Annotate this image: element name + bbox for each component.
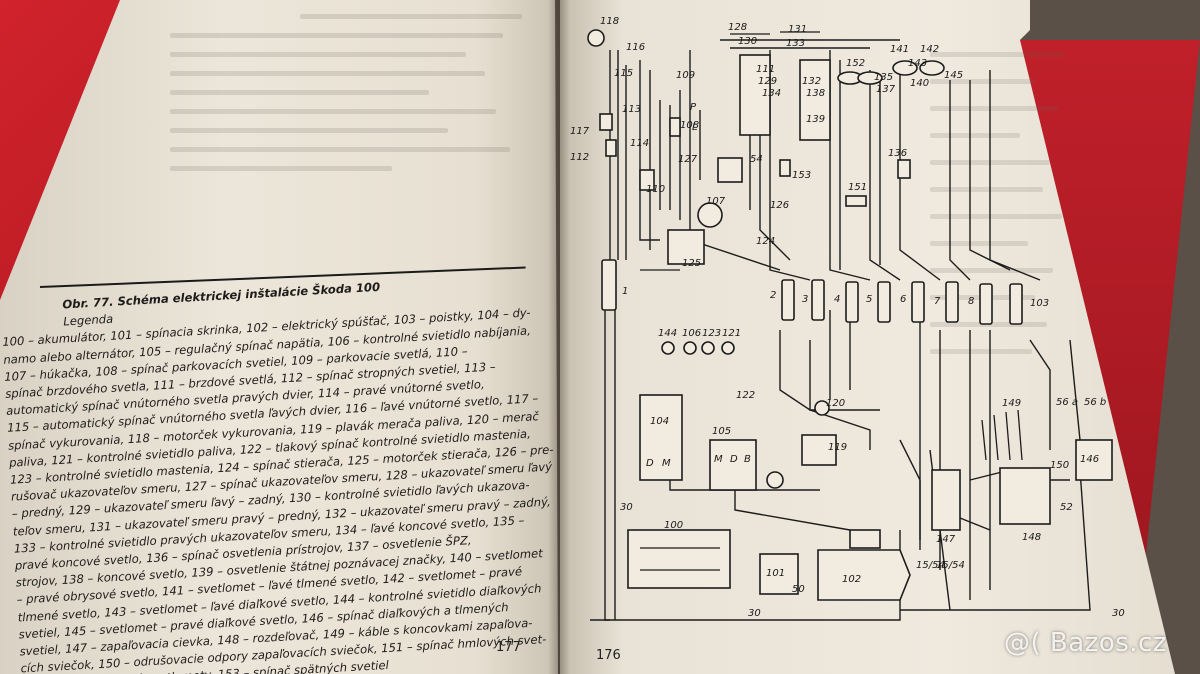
component-label: 147: [936, 534, 956, 545]
bazos-watermark: @( Bazos.cz: [1004, 628, 1167, 658]
diagram-label: 140: [910, 78, 929, 89]
show-through-text-left: [170, 0, 540, 270]
diagram-label: 126: [770, 200, 789, 211]
fuse-label: 2: [770, 290, 776, 301]
page-number-right: 176: [596, 648, 621, 663]
component-label: 121: [722, 328, 741, 339]
component-label: 146: [1080, 454, 1099, 465]
diagram-label: 152: [846, 58, 865, 69]
fuse-label: 4: [834, 294, 840, 305]
diagram-label: 133: [786, 38, 805, 49]
diagram-label: 114: [630, 138, 649, 149]
wire-code: 56 a: [1056, 397, 1078, 408]
component-label: 101: [766, 568, 785, 579]
component-label: 144: [658, 328, 677, 339]
diagram-label: 135: [874, 72, 893, 83]
diagram-label: 107: [706, 196, 726, 207]
diagram-label: 112: [570, 152, 589, 163]
wiring-diagram-svg: 118 116 115 113 114 117 112 109 108 127 …: [570, 16, 1125, 621]
component-label: 100: [664, 520, 683, 531]
wire-code: 50: [792, 584, 805, 595]
component-label: 123: [702, 328, 721, 339]
component-label: 150: [1050, 460, 1069, 471]
diagram-label: 116: [626, 42, 645, 53]
component-label: 120: [826, 398, 845, 409]
diagram-label: 143: [908, 58, 927, 69]
wire-code: D: [730, 454, 738, 465]
wire-code: M: [714, 454, 723, 465]
diagram-label: 118: [600, 16, 619, 27]
diagram-label: 108: [680, 120, 699, 131]
fuse-label: 5: [866, 294, 872, 305]
diagram-label: 153: [792, 170, 811, 181]
wire-code: 54: [750, 154, 763, 165]
page-number-left: 177: [496, 640, 521, 655]
diagram-label: 129: [758, 76, 777, 87]
wire-code: 52: [1060, 502, 1073, 513]
diagram-label: 111: [756, 64, 775, 75]
wire-code: D: [646, 458, 654, 469]
diagram-label: 115: [614, 68, 633, 79]
component-label: 148: [1022, 532, 1041, 543]
diagram-label: 132: [802, 76, 821, 87]
diagram-label: 109: [676, 70, 695, 81]
component-label: 119: [828, 442, 847, 453]
component-label: 105: [712, 426, 731, 437]
wire-code: P: [690, 102, 697, 113]
diagram-label: 127: [678, 154, 698, 165]
diagram-label: 117: [570, 126, 590, 137]
component-label: 106: [682, 328, 701, 339]
diagram-label: 130: [738, 36, 757, 47]
diagram-label: 128: [728, 22, 747, 33]
left-page: [0, 0, 558, 674]
diagram-label: 113: [622, 104, 641, 115]
fuse-label: 7: [934, 296, 941, 307]
book-gutter: [548, 0, 570, 674]
wire-code: B: [744, 454, 751, 465]
wire-code: M: [662, 458, 671, 469]
component-label: 122: [736, 390, 755, 401]
legend-lines: 100 – akumulátor, 101 – spínacia skrinka…: [2, 304, 561, 674]
fuse-label: 1: [622, 286, 628, 297]
wire-code: 30: [620, 502, 633, 513]
fuse-label: 103: [1030, 298, 1049, 309]
diagram-label: 151: [848, 182, 867, 193]
diagram-label: 110: [646, 184, 665, 195]
component-label: 102: [842, 574, 861, 585]
diagram-label: 142: [920, 44, 939, 55]
diagram-label: 145: [944, 70, 963, 81]
diagram-label: 134: [762, 88, 781, 99]
diagram-label: 125: [682, 258, 701, 269]
fuse-label: 6: [900, 294, 906, 305]
diagram-labels: 118 116 115 113 114 117 112 109 108 127 …: [570, 16, 1125, 619]
fuse-label: 3: [802, 294, 808, 305]
diagram-label: 141: [890, 44, 909, 55]
component-label: 149: [1002, 398, 1021, 409]
figure-legend: Obr. 77. Schéma elektrickej inštalácie Š…: [0, 270, 561, 674]
diagram-label: 131: [788, 24, 807, 35]
wire-code: 15/54: [916, 560, 945, 571]
wire-code: 30: [748, 608, 761, 619]
wire-code: 15/54: [936, 560, 965, 571]
diagram-label: 136: [888, 148, 907, 159]
diagram-label: 124: [756, 236, 775, 247]
component-label: 104: [650, 416, 669, 427]
wire-code: L: [692, 122, 698, 133]
fuse-label: 8: [968, 296, 974, 307]
wiring-diagram: 118 116 115 113 114 117 112 109 108 127 …: [570, 10, 1130, 650]
diagram-label: 138: [806, 88, 825, 99]
diagram-label: 137: [876, 84, 896, 95]
wire-code: 56 b: [1084, 397, 1106, 408]
diagram-label: 139: [806, 114, 825, 125]
wire-code: 30: [1112, 608, 1125, 619]
